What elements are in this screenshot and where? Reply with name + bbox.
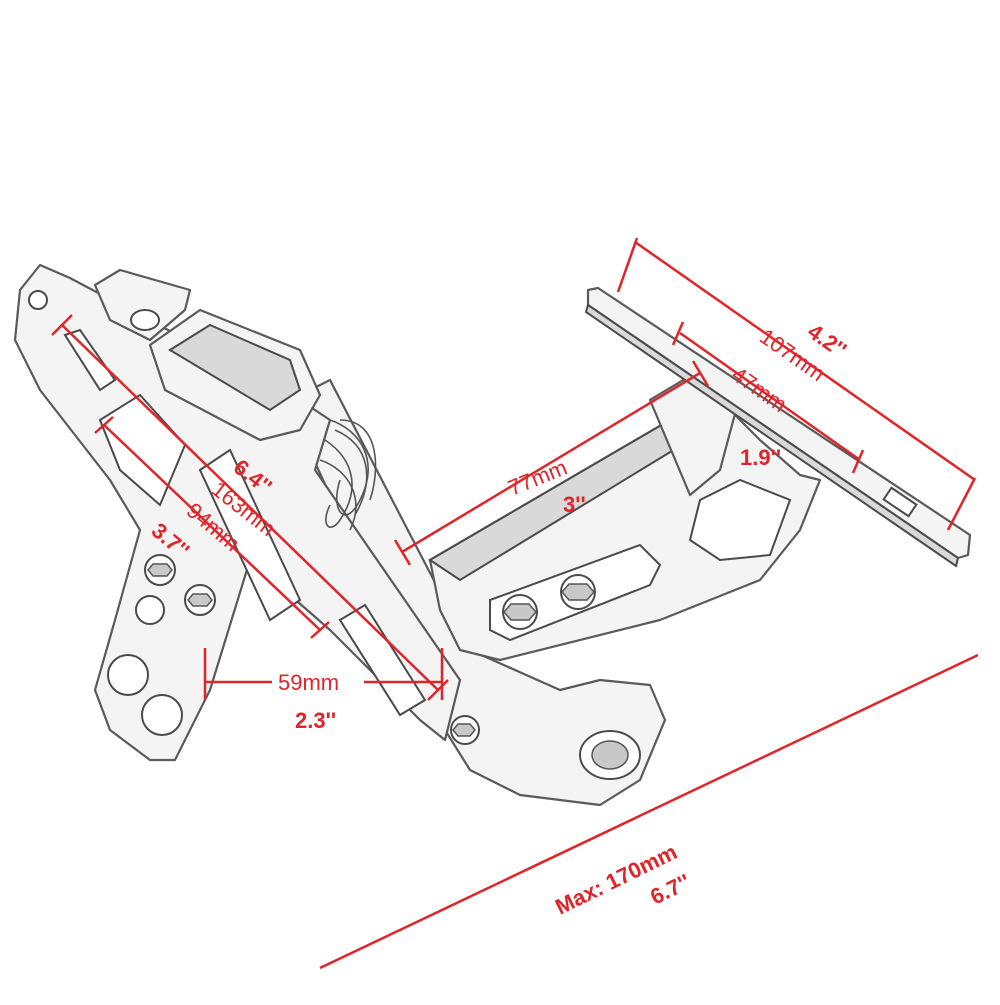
arm-nut-2-hex [561,583,595,601]
mount-slot [63,328,117,392]
dim-arm-tick-end [691,360,710,387]
arm-nut-1-hex [503,603,537,621]
dim-arm-tick-start [393,539,412,566]
dim-height-tick-start [51,314,73,336]
dim-plate-tick-start [616,237,639,293]
mount-screw-1-hex [147,563,173,577]
dim-base-in: 2.3'' [295,708,336,733]
arm-end-hole-inner [591,740,629,770]
top-plate-edge [584,303,960,568]
dim-slot-tick-end [310,621,330,639]
dim-max-in: 6.7'' [646,869,694,909]
dim-height-tick-end [427,679,449,701]
top-tab-hole [130,309,160,331]
dim-slot-tick-start [94,416,114,434]
mount-hole-2 [141,694,183,736]
dim-base-label-bg [272,668,364,694]
mount-hole-3 [135,595,165,625]
arm-bolt-hex [452,723,476,737]
dim-base-mm: 59mm [278,670,339,695]
dim-tab-in: 1.9'' [740,445,781,470]
light-lens [168,323,302,412]
mount-screw-2-hex [187,593,213,607]
wire-bundle [319,419,377,531]
mount-hole-1 [107,654,149,696]
dim-arm-in: 3'' [563,492,586,517]
dim-height-line [61,324,439,691]
mount-long-slot [198,448,302,622]
dim-tab-tick-start [671,321,685,346]
plate-slot [882,486,918,518]
dim-max-line [319,653,979,970]
dim-tab-line [679,331,861,462]
mount-top-hole [28,290,48,310]
dim-arm-line [401,371,701,554]
dim-slot-line [103,424,321,631]
dim-plate-line [634,240,976,482]
dim-tab-tick-end [851,449,865,474]
arm-window [688,478,792,562]
dim-plate-tick-end [946,477,977,531]
top-tab [93,268,192,342]
